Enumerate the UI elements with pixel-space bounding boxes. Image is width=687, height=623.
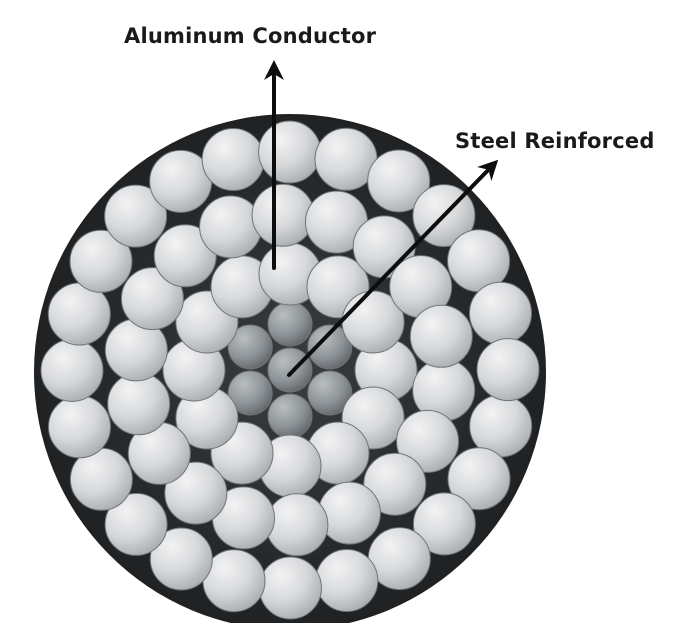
strand-layers [40, 120, 540, 620]
aluminum-strand [69, 229, 133, 293]
aluminum-strand [447, 447, 511, 511]
aluminum-strand [104, 184, 168, 248]
steel-strand [267, 347, 313, 393]
aluminum-strand [367, 149, 431, 213]
aluminum-strand [258, 556, 322, 620]
aluminum-strand [412, 492, 476, 556]
steel-strand [307, 370, 353, 416]
aluminum-strand [317, 481, 381, 545]
arrow-up-right-icon [287, 159, 499, 377]
aluminum-strand [199, 195, 263, 259]
aluminum-strand [315, 549, 379, 612]
steel-reinforced-label: Steel Reinforced [455, 129, 655, 153]
steel-strand [227, 370, 273, 416]
aluminum-strand [149, 527, 213, 591]
aluminum-strand [164, 461, 228, 525]
aluminum-strand [120, 267, 184, 331]
aluminum-conductor-label: Aluminum Conductor [124, 24, 377, 48]
aluminum-strand [363, 452, 427, 516]
aluminum-strand [48, 395, 111, 459]
steel-strand [267, 393, 313, 439]
aluminum-strand [396, 409, 460, 473]
aluminum-strand [104, 492, 168, 556]
steel-strand [227, 324, 273, 370]
callout-arrows [264, 60, 499, 377]
aluminum-strand [469, 281, 532, 345]
aluminum-strand [40, 338, 104, 402]
aluminum-strand [107, 372, 171, 436]
aluminum-strand [265, 493, 329, 557]
aluminum-strand [409, 304, 473, 368]
aluminum-strand [258, 120, 322, 184]
steel-strand [307, 324, 353, 370]
steel-strand [267, 301, 313, 347]
aluminum-strand [201, 128, 265, 191]
aluminum-strand [476, 338, 540, 402]
aluminum-strand [153, 224, 217, 288]
aluminum-strand [251, 183, 315, 247]
